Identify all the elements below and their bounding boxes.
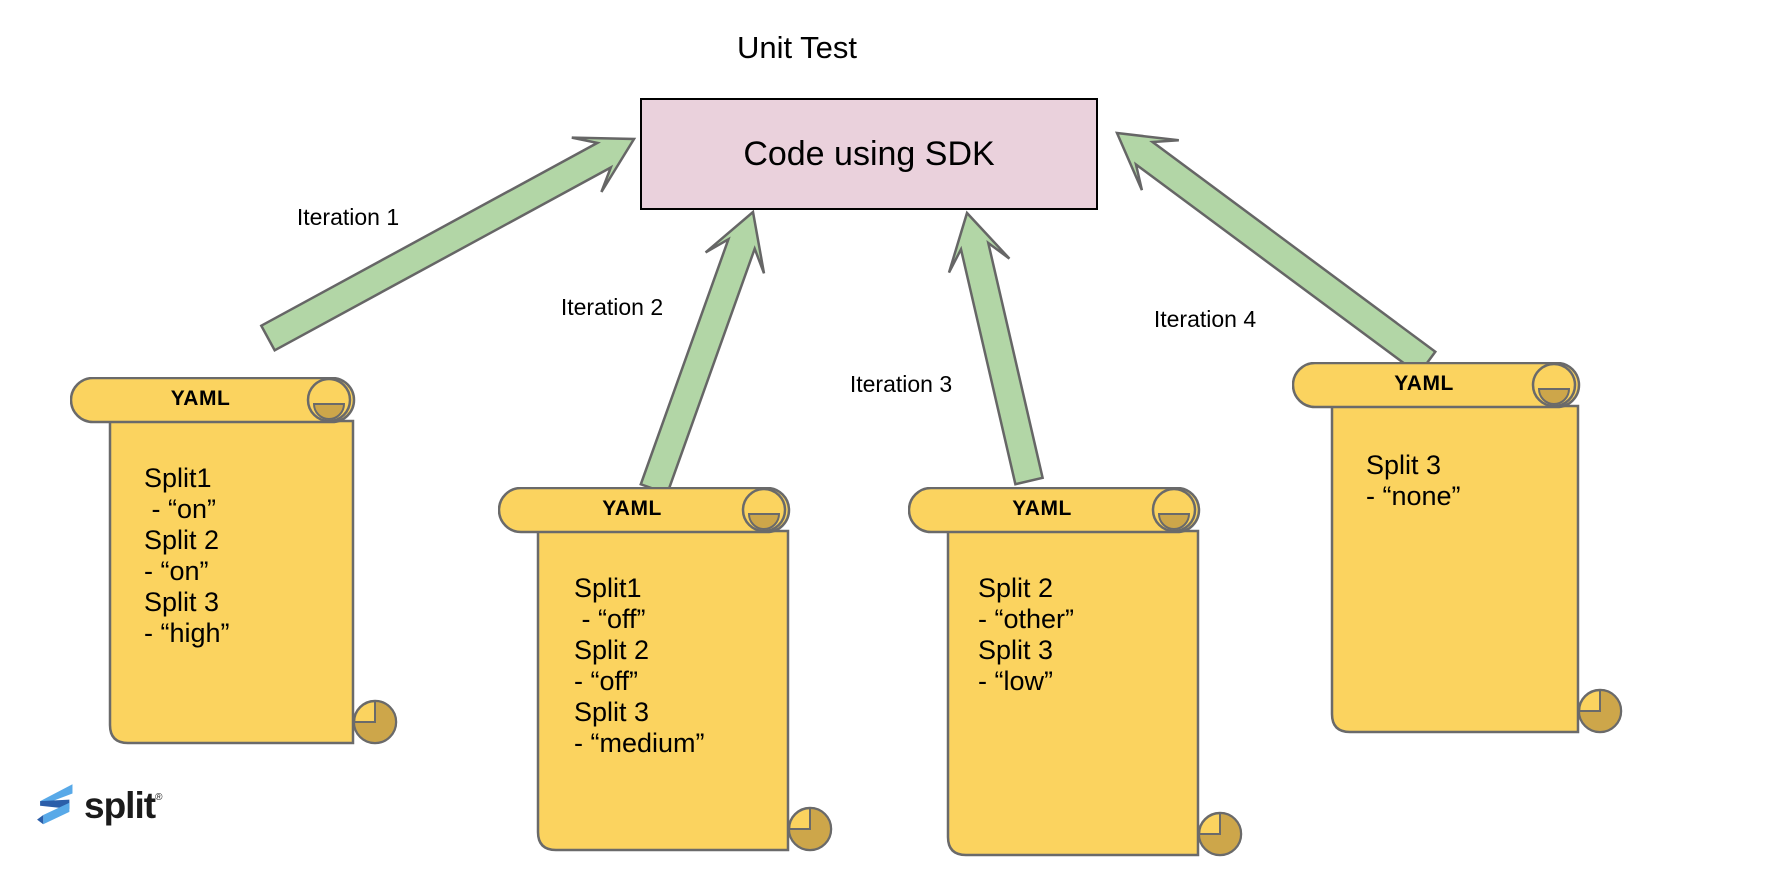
split-logo-icon: [37, 784, 73, 825]
yaml-scroll-3-shape: [908, 487, 1243, 857]
iteration-2-arrow: [639, 209, 766, 496]
diagram-title: Unit Test: [736, 30, 858, 65]
yaml-scroll-4-text: Split 3- “none”: [1366, 450, 1461, 511]
code-using-sdk-box: Code using SDK: [640, 98, 1098, 210]
yaml-scroll-3-text: Split 2- “other”Split 3- “low”: [978, 573, 1075, 696]
code-using-sdk-label: Code using SDK: [743, 134, 995, 173]
yaml-scroll-2-text: Split1 - “off”Split 2- “off”Split 3- “me…: [574, 573, 705, 758]
iteration-2-label: Iteration 2: [560, 294, 664, 320]
registered-mark: ®: [155, 791, 162, 803]
yaml-scroll-1-text: Split1 - “on”Split 2- “on”Split 3- “high…: [144, 463, 230, 648]
yaml-scroll-4-shape: [1292, 362, 1623, 734]
yaml-scroll-3-title: YAML: [1012, 497, 1072, 520]
iteration-4-label: Iteration 4: [1153, 306, 1257, 332]
yaml-scroll-2-shape: [498, 487, 833, 852]
iteration-3-arrow: [947, 210, 1045, 486]
split-logo: split®: [34, 782, 163, 828]
yaml-scroll-1-title: YAML: [170, 387, 231, 410]
iteration-3-label: Iteration 3: [849, 371, 953, 397]
yaml-scroll-2-title: YAML: [602, 497, 662, 520]
iteration-1-label: Iteration 1: [296, 204, 400, 230]
yaml-scroll-1-shape: [70, 377, 398, 745]
iteration-4-arrow: [1114, 131, 1438, 376]
split-logo-wordmark: split®: [84, 784, 163, 826]
yaml-scroll-4-title: YAML: [1394, 372, 1454, 395]
